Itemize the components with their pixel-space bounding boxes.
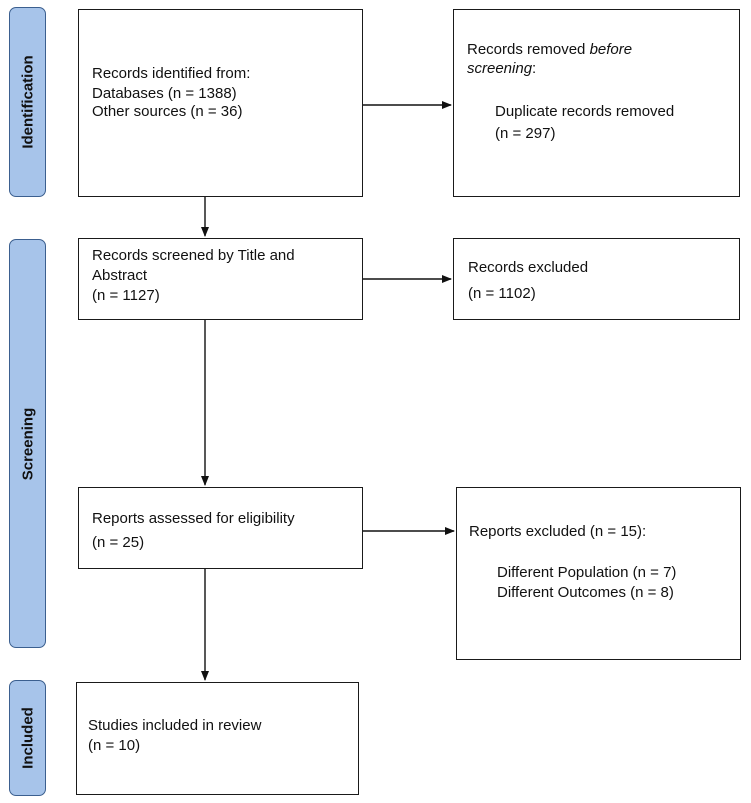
reports-eligibility-count: (n = 25) xyxy=(92,534,145,551)
reports-excluded-label: Reports excluded (n = 15): xyxy=(469,523,647,540)
records-screened-count: (n = 1127) xyxy=(92,287,160,304)
reports-excluded-box: Reports excluded (n = 15): Different Pop… xyxy=(456,487,741,660)
phase-included: Included xyxy=(9,680,46,796)
records-screened-line2: Abstract xyxy=(92,267,148,284)
records-removed-prefix: Records removed xyxy=(467,41,590,58)
records-screened-box: Records screened by Title and Abstract (… xyxy=(78,238,363,320)
records-screened-line1: Records screened by Title and xyxy=(92,247,295,264)
records-identified-line1: Records identified from: xyxy=(92,65,251,82)
reports-excluded-outcomes: Different Outcomes (n = 8) xyxy=(497,584,674,601)
records-excluded-label: Records excluded xyxy=(468,259,589,276)
records-identified-other: Other sources (n = 36) xyxy=(92,103,243,120)
records-removed-before: before xyxy=(589,41,633,58)
reports-excluded-population: Different Population (n = 7) xyxy=(497,564,677,581)
records-removed-box: Records removed before screening: Duplic… xyxy=(453,9,740,197)
studies-included-box: Studies included in review (n = 10) xyxy=(76,682,359,795)
records-excluded-box: Records excluded (n = 1102) xyxy=(453,238,740,320)
reports-eligibility-box: Reports assessed for eligibility (n = 25… xyxy=(78,487,363,569)
duplicate-records-label: Duplicate records removed xyxy=(495,103,675,120)
studies-included-label: Studies included in review xyxy=(88,717,262,734)
records-excluded-count: (n = 1102) xyxy=(468,285,536,302)
phase-identification: Identification xyxy=(9,7,46,197)
records-removed-line1: Records removed before xyxy=(467,41,632,59)
records-removed-screening: screening xyxy=(467,60,533,77)
phase-screening: Screening xyxy=(9,239,46,648)
records-identified-box: Records identified from: Databases (n = … xyxy=(78,9,363,197)
reports-eligibility-label: Reports assessed for eligibility xyxy=(92,510,295,527)
duplicate-records-count: (n = 297) xyxy=(495,125,556,142)
records-identified-databases: Databases (n = 1388) xyxy=(92,85,237,102)
records-removed-colon: : xyxy=(532,60,537,77)
records-removed-line2: screening: xyxy=(467,60,536,78)
studies-included-count: (n = 10) xyxy=(88,737,141,754)
